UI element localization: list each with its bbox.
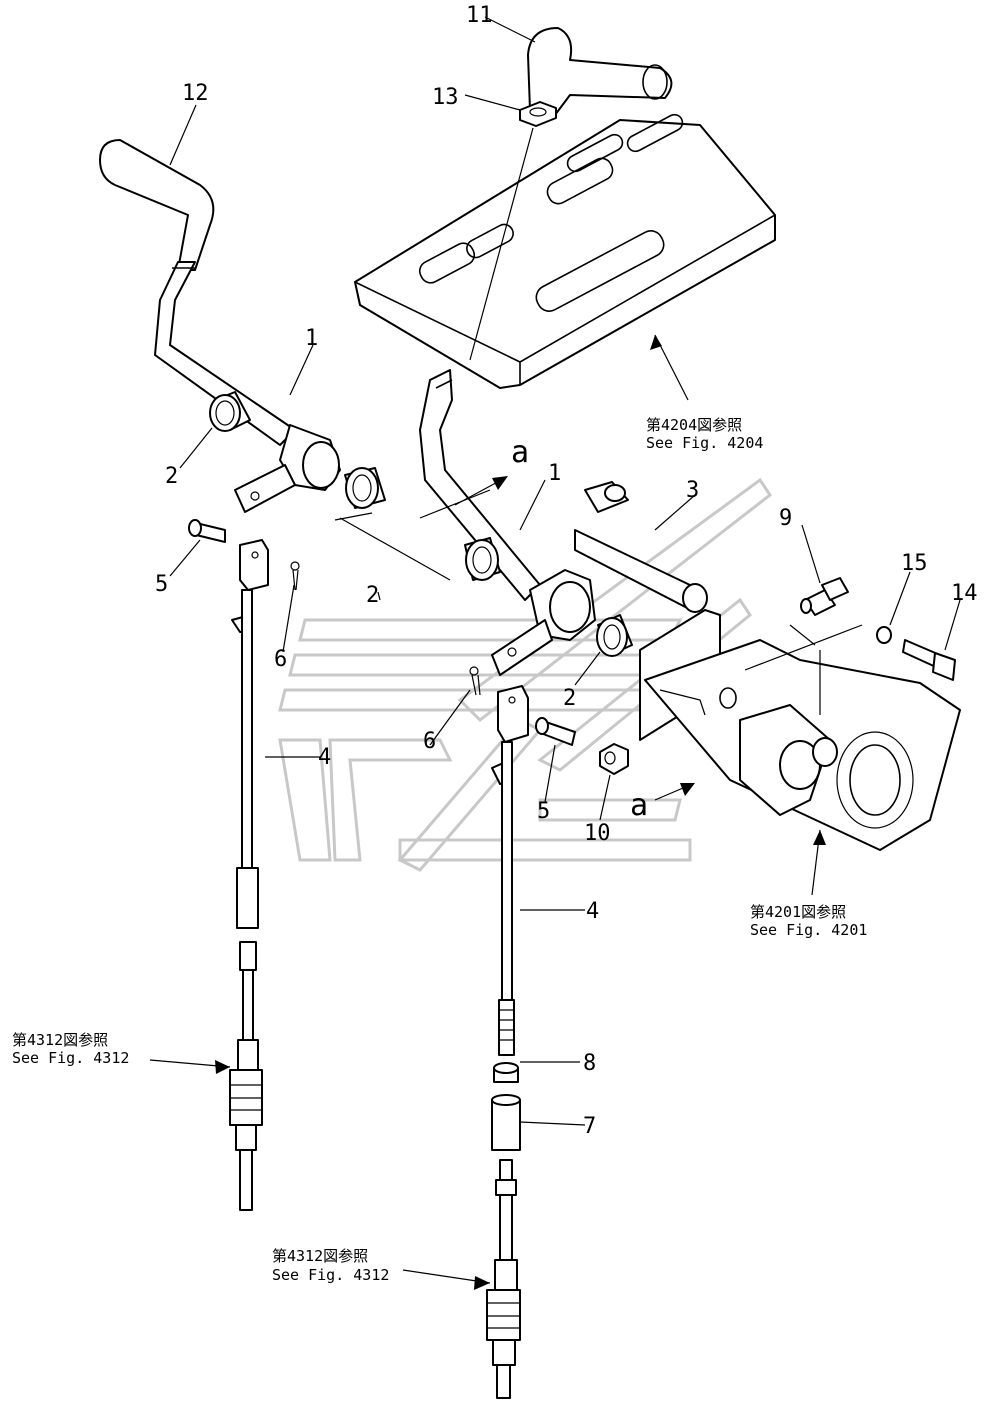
bracket-assembly: [639, 609, 961, 851]
reference-fig-4204-jp: 第4204図参照: [646, 416, 742, 434]
bushing-2-middle: [339, 467, 501, 581]
callout-14: 14: [951, 581, 978, 606]
shaft-3: [574, 481, 708, 613]
reference-fig-4201-en: See Fig. 4201: [750, 921, 867, 939]
callout-7: 7: [583, 1114, 596, 1139]
nut-13: [519, 101, 557, 127]
view-arrow-a-top: [454, 476, 508, 506]
knob-11: [527, 27, 673, 116]
rod-4-left: [229, 539, 269, 1211]
sleeve-7: [491, 1094, 521, 1151]
callout-2-middle: 2: [366, 583, 379, 608]
callout-5-right: 5: [537, 799, 550, 824]
cotter-pin-6-left: [290, 561, 300, 591]
lever-right: [419, 369, 596, 676]
pin-5-right: [535, 717, 576, 746]
console-cover: [354, 113, 776, 389]
callout-10: 10: [584, 821, 611, 846]
callout-3: 3: [686, 478, 699, 503]
fitting-9: [800, 577, 849, 616]
leader-lines: [169, 16, 961, 1126]
callout-4-left: 4: [318, 745, 331, 770]
callout-9: 9: [779, 506, 792, 531]
reference-fig-4204: 第4204図参照 See Fig. 4204: [646, 416, 763, 452]
reference-arrows: [149, 334, 826, 1290]
bolt-14: [902, 639, 956, 681]
reference-fig-4312-bottom-jp: 第4312図参照: [272, 1247, 368, 1265]
view-arrow-a-bottom: [654, 783, 695, 801]
callout-6-left: 6: [274, 647, 287, 672]
washer-15: [876, 626, 892, 644]
callout-12: 12: [182, 81, 209, 106]
callout-4-right: 4: [586, 899, 599, 924]
callout-1-left: 1: [305, 326, 318, 351]
rod-4-right: [491, 685, 529, 1056]
callout-11: 11: [466, 3, 493, 28]
bushing-2-left: [209, 391, 251, 432]
nut-8: [493, 1062, 519, 1083]
reference-fig-4312-left-en: See Fig. 4312: [12, 1049, 129, 1067]
cable-bottom: [486, 1159, 521, 1399]
reference-fig-4312-left-jp: 第4312図参照: [12, 1031, 108, 1049]
callout-1-right: 1: [548, 461, 561, 486]
callout-2-left: 2: [165, 464, 178, 489]
reference-fig-4312-left: 第4312図参照 See Fig. 4312: [12, 1031, 129, 1067]
callout-2-right: 2: [563, 686, 576, 711]
reference-fig-4201: 第4201図参照 See Fig. 4201: [750, 903, 867, 939]
reference-fig-4204-en: See Fig. 4204: [646, 434, 763, 452]
callout-5-left: 5: [155, 572, 168, 597]
lever-left: [99, 139, 341, 513]
nut-10: [599, 743, 629, 775]
view-label-a-bottom: a: [630, 788, 648, 823]
reference-fig-4312-bottom-en: See Fig. 4312: [272, 1266, 389, 1284]
cotter-pin-6-right: [469, 666, 481, 696]
reference-fig-4201-jp: 第4201図参照: [750, 903, 846, 921]
view-label-a-top: a: [511, 435, 529, 470]
callout-6-right: 6: [423, 729, 436, 754]
bushing-2-right: [596, 614, 633, 657]
callout-8: 8: [583, 1051, 596, 1076]
pin-5-left: [188, 519, 226, 543]
callout-13: 13: [432, 85, 459, 110]
callout-15: 15: [901, 551, 928, 576]
reference-fig-4312-bottom: 第4312図参照 See Fig. 4312: [272, 1247, 389, 1284]
